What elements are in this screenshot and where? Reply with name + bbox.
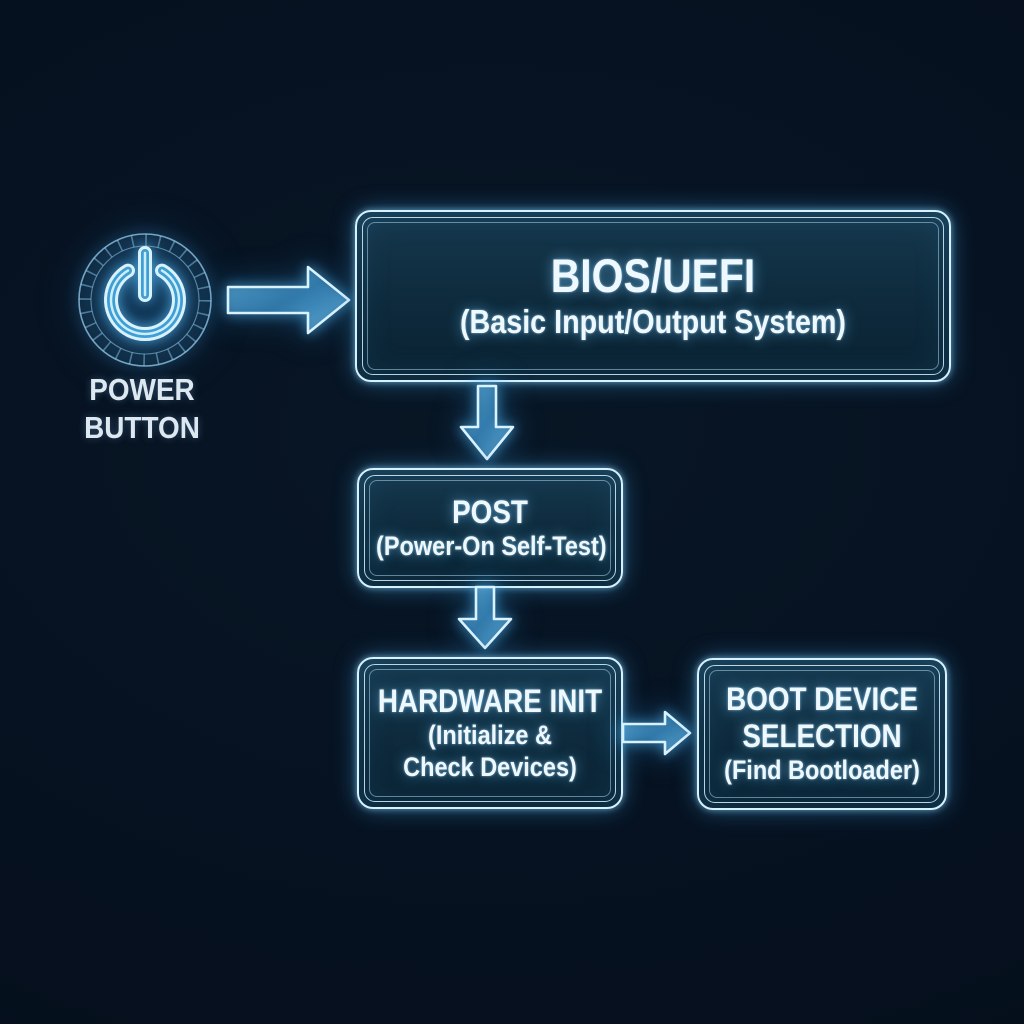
bios-subtitle: (Basic Input/Output System) bbox=[459, 302, 847, 340]
boot-title-line1: BOOT DEVICE bbox=[726, 680, 918, 717]
arrow-down-icon bbox=[459, 384, 515, 461]
hwinit-subtitle-line1: (Initialize & bbox=[427, 719, 552, 750]
hwinit-title: HARDWARE INIT bbox=[377, 682, 603, 719]
power-label-line1: POWER bbox=[89, 372, 195, 407]
power-button-label: POWER BUTTON bbox=[58, 371, 226, 447]
bios-title: BIOS/UEFI bbox=[550, 249, 756, 303]
post-title: POST bbox=[452, 493, 528, 530]
boot-device-node: BOOT DEVICE SELECTION (Find Bootloader) bbox=[697, 658, 947, 810]
boot-subtitle: (Find Bootloader) bbox=[724, 755, 920, 786]
arrow-right-icon bbox=[621, 710, 692, 756]
arrow-right-icon bbox=[226, 265, 351, 335]
post-node: POST (Power-On Self-Test) bbox=[357, 468, 623, 588]
power-label-line2: BUTTON bbox=[84, 409, 200, 445]
hwinit-subtitle-line2: Check Devices) bbox=[403, 751, 577, 782]
post-subtitle: (Power-On Self-Test) bbox=[376, 530, 607, 561]
hardware-init-node: HARDWARE INIT (Initialize & Check Device… bbox=[357, 657, 623, 809]
bios-node: BIOS/UEFI (Basic Input/Output System) bbox=[355, 210, 951, 382]
arrow-down-icon bbox=[457, 585, 513, 650]
boot-title-line2: SELECTION bbox=[742, 718, 902, 755]
power-icon bbox=[78, 233, 212, 367]
